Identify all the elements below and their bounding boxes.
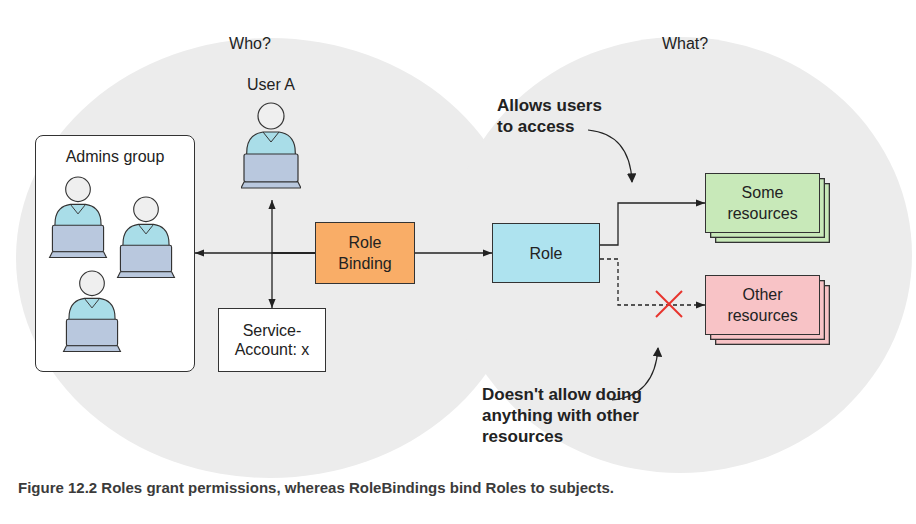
node-text: Some resources [713, 182, 813, 224]
callout-note: Doesn't allow doing anything with other … [482, 384, 660, 447]
column-heading: What? [645, 34, 725, 54]
node-text: User A [247, 74, 295, 95]
connector-arrow [600, 203, 705, 245]
resource-stack: Other resources [705, 275, 820, 335]
who-region [16, 38, 524, 478]
connector-arrow [415, 252, 492, 253]
user-icon [118, 197, 175, 278]
node-text: Role [530, 243, 563, 264]
connector-arrow [600, 259, 705, 305]
node-text: Role Binding [325, 232, 405, 274]
serviceaccount-box: Service- Account: x [218, 308, 326, 372]
node-text: Admins group [66, 146, 165, 167]
connector-arrow [272, 253, 315, 308]
resource-stack: Some resources [705, 173, 820, 233]
node-text: Service- Account: x [232, 321, 312, 359]
node-text: Other resources [713, 284, 813, 326]
callout-note: Allows users to access [497, 95, 617, 137]
callout-arrow [588, 130, 632, 182]
group-fill [35, 135, 195, 372]
user-icon [64, 271, 121, 352]
connector-arrow [272, 200, 315, 253]
group-box: Admins group [35, 135, 195, 372]
column-heading: Who? [210, 34, 290, 54]
what-region [448, 37, 912, 473]
role-box: Role [492, 223, 600, 283]
user-icon [241, 103, 301, 188]
figure-caption: Figure 12.2 Roles grant permissions, whe… [18, 479, 898, 496]
user-icon [50, 177, 107, 258]
deny-cross [656, 291, 682, 317]
user-figure: User A [236, 74, 306, 200]
rolebinding-box: Role Binding [315, 222, 415, 284]
